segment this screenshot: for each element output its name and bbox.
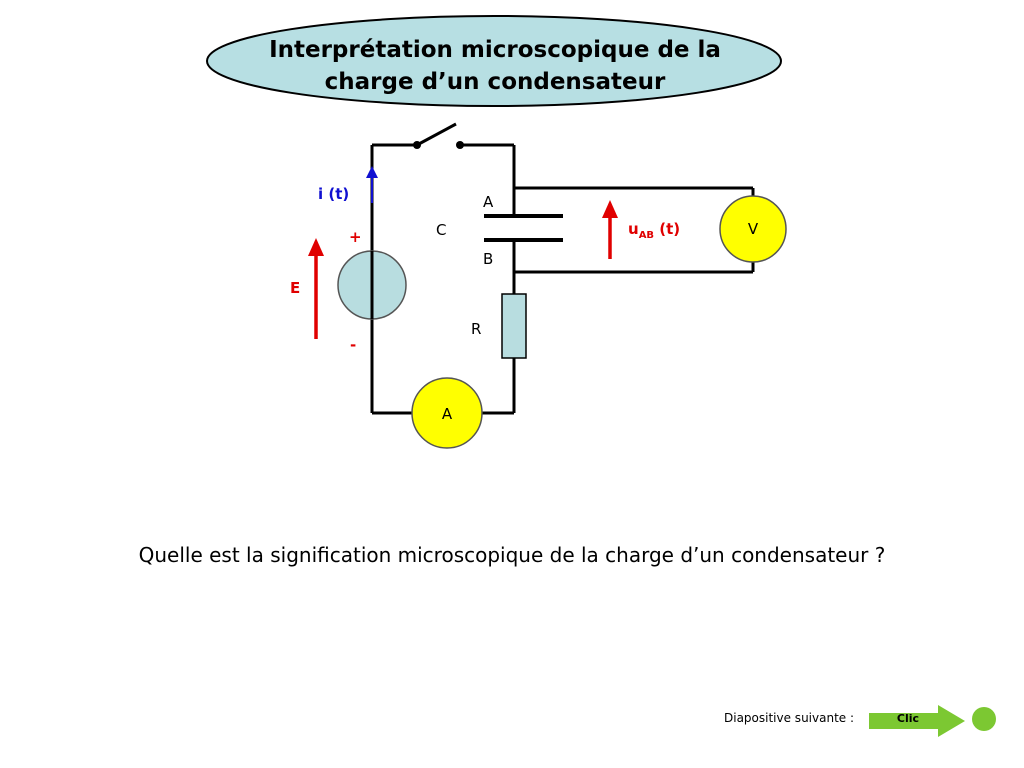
slide-title: Interprétation microscopique de la charg… bbox=[269, 37, 721, 95]
plate-a-label: A bbox=[483, 193, 494, 211]
emf-label: E bbox=[290, 279, 300, 297]
generator-plus-sign: + bbox=[349, 228, 362, 246]
voltage-label-main: u bbox=[628, 220, 639, 238]
voltage-label-subscript: AB bbox=[639, 230, 654, 241]
ammeter-label: A bbox=[442, 405, 453, 423]
generator-minus-sign: - bbox=[350, 336, 356, 354]
capacitor-label: C bbox=[436, 221, 446, 239]
next-slide-button[interactable]: Clic bbox=[896, 712, 920, 725]
current-label: i (t) bbox=[318, 185, 349, 203]
emf-arrow bbox=[308, 238, 324, 339]
resistor-label: R bbox=[471, 320, 481, 338]
resistor bbox=[501, 293, 527, 359]
circuit-diagram: A V i (t) E + - A C B R uAB ( bbox=[290, 122, 787, 449]
plate-b-label: B bbox=[483, 250, 493, 268]
voltage-arrow bbox=[602, 200, 618, 259]
title-ellipse bbox=[206, 15, 782, 107]
voltmeter-label: V bbox=[748, 220, 759, 238]
next-slide-arrow-icon[interactable] bbox=[868, 704, 968, 738]
voltmeter bbox=[719, 195, 787, 263]
next-slide-dot-icon[interactable] bbox=[972, 707, 996, 731]
voltage-label: uAB (t) bbox=[628, 220, 680, 241]
next-slide-label: Diapositive suivante : bbox=[724, 711, 855, 725]
switch bbox=[413, 122, 464, 149]
question-text: Quelle est la signification microscopiqu… bbox=[138, 543, 886, 567]
generator bbox=[337, 250, 407, 320]
ammeter bbox=[411, 377, 483, 449]
capacitor bbox=[484, 214, 563, 242]
voltage-label-suffix: (t) bbox=[654, 220, 680, 238]
circuit-wires bbox=[370, 143, 755, 415]
current-arrow bbox=[366, 166, 378, 203]
